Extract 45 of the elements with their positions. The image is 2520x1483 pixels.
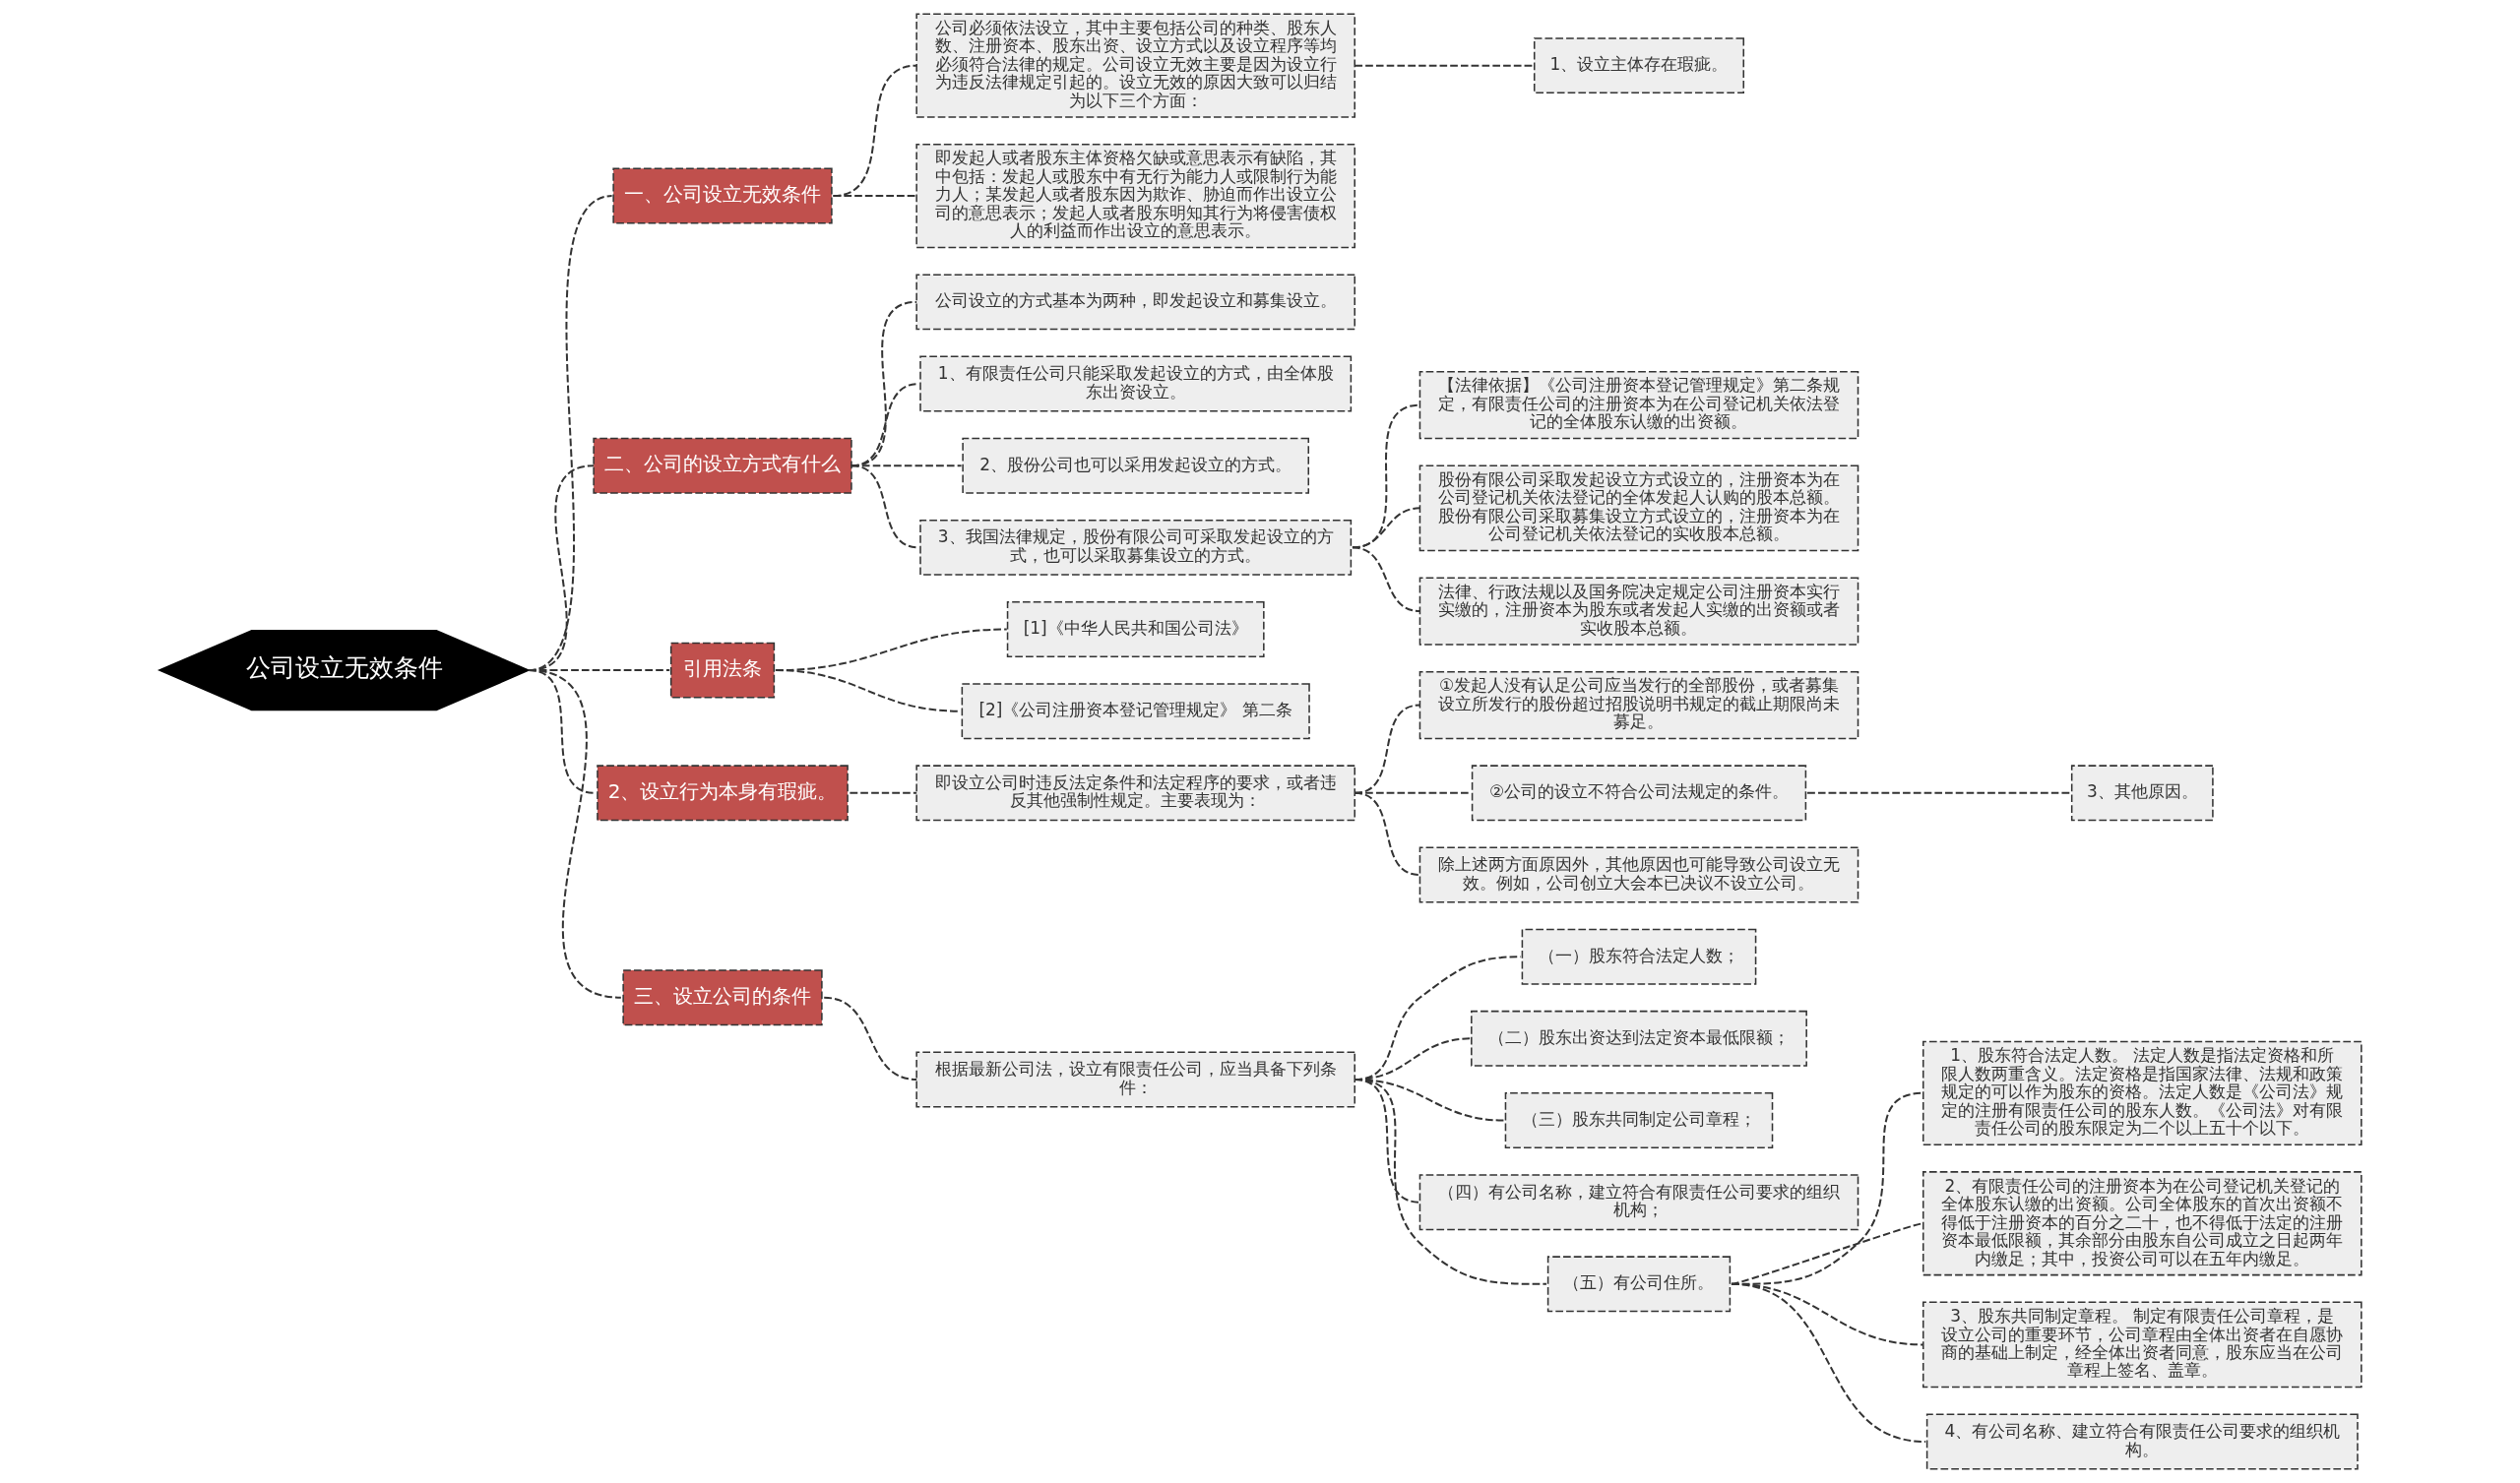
node-box: 1、有限责任公司只能采取发起设立的方式，由全体股东出资设立。: [918, 355, 1352, 412]
connector: [1353, 64, 1534, 67]
connector: [1805, 791, 2072, 794]
connector: [1730, 1282, 1926, 1443]
node-box: 三、设立公司的条件: [621, 969, 823, 1026]
node-box: 【法律依据】《公司注册资本登记管理规定》第二条规定，有限责任公司的注册资本为在公司登记机关依法登记的全体股东认缴的出资额。: [1418, 370, 1858, 440]
node-box: 即设立公司时违反法定条件和法定程序的要求，或者违反其他强制性规定。主要表现为：: [914, 765, 1355, 822]
node-box: 股份有限公司采取发起设立方式设立的，注册资本为在公司登记机关依法登记的全体发起人认购的股本总额。股份有限公司采取募集设立方式设立的，注册资本为在公司登记机关依法登记的实收股本总额。: [1418, 464, 1858, 552]
node-box: 2、设立行为本身有瑕疵。: [596, 765, 849, 822]
node-box: （四）有公司名称，建立符合有限责任公司要求的组织机构；: [1418, 1174, 1858, 1231]
node-box: 4、有公司名称、建立符合有限责任公司要求的组织机构。: [1925, 1413, 2359, 1470]
connector: [774, 669, 961, 712]
node-box: 一、公司设立无效条件: [611, 167, 833, 224]
node-box: （二）股东出资达到法定资本最低限额；: [1470, 1010, 1807, 1067]
node-box: （五）有公司住所。: [1546, 1256, 1731, 1313]
node-box: 3、股东共同制定章程。 制定有限责任公司章程，是设立公司的重要环节，公司章程由全体出资者在自愿协商的基础上制定，经全体出资者同意，股东应当在公司章程上签名、盖章。: [1922, 1301, 2362, 1389]
connector: [831, 195, 917, 198]
connector: [1353, 791, 1420, 877]
connector: [1353, 1078, 1547, 1285]
node-box: ②公司的设立不符合公司法规定的条件。: [1471, 765, 1806, 822]
node-box: 根据最新公司法，设立有限责任公司，应当具备下列条件：: [914, 1051, 1355, 1108]
node-box: 3、我国法律规定，股份有限公司可采取发起设立的方式，也可以采取募集设立的方式。: [918, 519, 1352, 576]
node-box: 公司必须依法设立，其中主要包括公司的种类、股东人数、注册资本、股东出资、设立方式以及设立程序等均必须符合法律的规定。公司设立无效主要是因为设立行为违反法律规定引起的。设立无效的原因大致可以归结为以下三个方面：: [914, 13, 1355, 118]
connector: [822, 996, 917, 1081]
node-box: 公司设立的方式基本为两种，即发起设立和募集设立。: [914, 274, 1355, 331]
node-box: 1、设立主体存在瑕疵。: [1533, 37, 1744, 94]
node-box: 2、股份公司也可以采用发起设立的方式。: [961, 437, 1309, 494]
connector: [831, 64, 917, 198]
node-box: [2]《公司注册资本登记管理规定》 第二条: [961, 683, 1310, 740]
node-box: [1]《中华人民共和国公司法》: [1006, 601, 1265, 658]
node-box: （一）股东符合法定人数；: [1521, 928, 1756, 985]
node-box: 二、公司的设立方式有什么: [592, 437, 852, 494]
node-box: 1、股东符合法定人数。 法定人数是指法定资格和所限人数两重含义。法定资格是指国家法律、法规和政策规定的可以作为股东的资格。法定人数是《公司法》规定的注册有限责任公司的股东人数。《公司法》对有限责任公司的股东限定为二个以上五十个以下。: [1922, 1040, 2362, 1145]
node-box: 引用法条: [669, 642, 775, 699]
connector: [848, 791, 917, 794]
node-box: 除上述两方面原因外，其他原因也可能导致公司设立无效。例如，公司创立大会本已决议不设立公司。: [1418, 846, 1858, 903]
node-box: （三）股东共同制定公司章程；: [1504, 1092, 1773, 1148]
connector: [850, 464, 919, 549]
node-box: ①发起人没有认足公司应当发行的全部股份，或者募集设立所发行的股份超过招股说明书规定的截止期限尚未募足。: [1418, 670, 1858, 740]
node-box: 2、有限责任公司的注册资本为在公司登记机关登记的全体股东认缴的出资额。公司全体股东的首次出资额不得低于注册资本的百分之二十，也不得低于法定的注册资本最低限额，其余部分由股东自公司成立之日起两年内缴足；其中，投资公司可以在五年内缴足。: [1922, 1171, 2362, 1276]
node-box: 3、其他原因。: [2070, 765, 2214, 822]
node-box: 即发起人或者股东主体资格欠缺或意思表示有缺陷，其中包括：发起人或股东中有无行为能力人或限制行为能力人；某发起人或者股东因为欺诈、胁迫而作出设立公司的意思表示；发起人或者股东明知其行为将侵害债权人的利益而作出设立的意思表示。: [914, 143, 1355, 249]
connector: [1351, 546, 1420, 613]
node-box: 法律、行政法规以及国务院决定规定公司注册资本实行实缴的，注册资本为股东或者发起人实缴的出资额或者实收股本总额。: [1418, 577, 1858, 646]
connector: [527, 669, 622, 999]
